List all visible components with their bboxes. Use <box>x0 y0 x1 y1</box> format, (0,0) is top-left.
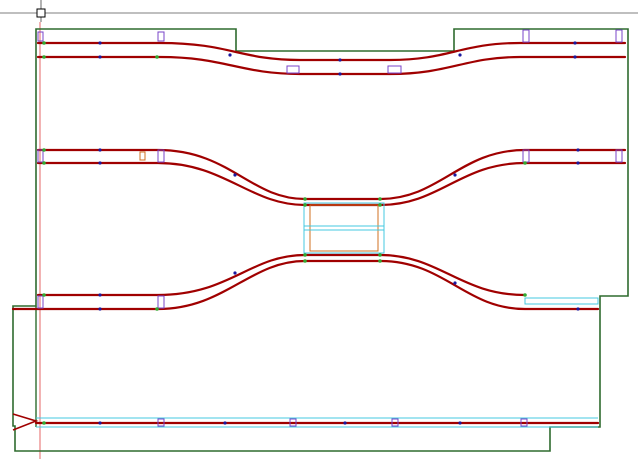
track-node <box>98 55 102 59</box>
track-node <box>453 281 457 285</box>
track-node <box>98 421 102 425</box>
track-top-upper[interactable] <box>36 41 627 62</box>
rail-joint <box>155 307 159 311</box>
track-node <box>98 41 102 45</box>
rail-joint <box>303 203 307 207</box>
track-node <box>576 148 580 152</box>
rail-joint <box>303 253 307 257</box>
bridge-inner <box>309 204 379 252</box>
section-marker <box>286 65 300 74</box>
rail-joint <box>378 259 382 263</box>
section-marker <box>615 29 623 43</box>
section-marker <box>37 31 44 42</box>
section-marker <box>37 295 44 309</box>
rail-joint <box>42 161 46 165</box>
track-node <box>233 173 237 177</box>
track-node <box>573 55 577 59</box>
track-node <box>576 307 580 311</box>
track-node <box>458 421 462 425</box>
rail-joint <box>155 55 159 59</box>
track-node <box>223 421 227 425</box>
rail-joint <box>42 148 46 152</box>
track-middle-upper[interactable] <box>36 148 627 201</box>
rail-joint <box>378 197 382 201</box>
track-node <box>343 421 347 425</box>
track-node <box>233 271 237 275</box>
track-node <box>453 173 457 177</box>
rail-joint <box>42 55 46 59</box>
section-marker <box>157 295 165 309</box>
section-marker <box>387 65 402 74</box>
bridge-outer[interactable] <box>303 202 385 254</box>
signal-marker[interactable] <box>139 151 146 161</box>
section-marker <box>520 418 528 427</box>
section-marker <box>289 418 297 427</box>
track-node <box>576 161 580 165</box>
baseboard-outline[interactable] <box>12 28 629 452</box>
rail-joint <box>42 421 46 425</box>
track-bottom-lower[interactable] <box>11 259 600 311</box>
track-bottom-upper[interactable] <box>36 253 527 297</box>
rail-joint <box>523 293 527 297</box>
track-node <box>573 41 577 45</box>
rail-joint <box>523 161 527 165</box>
track-node <box>98 307 102 311</box>
track-node-dots <box>98 41 580 425</box>
track-node <box>338 58 342 62</box>
rail-joint <box>378 253 382 257</box>
track-node <box>98 148 102 152</box>
crosshair-cursor-icon <box>36 8 46 18</box>
section-marker <box>157 149 165 163</box>
track-node <box>458 53 462 57</box>
section-markers <box>37 29 623 427</box>
section-marker <box>522 149 530 163</box>
section-marker <box>157 418 165 427</box>
rail-joint <box>303 259 307 263</box>
section-marker <box>615 149 623 163</box>
track-node <box>338 72 342 76</box>
section-marker <box>522 29 530 43</box>
section-marker <box>391 418 399 427</box>
track-top-lower[interactable] <box>36 55 627 76</box>
rail-joint-markers <box>42 41 527 425</box>
section-marker <box>37 149 44 163</box>
siding-platform[interactable] <box>524 297 599 305</box>
section-marker <box>157 31 165 42</box>
track-node <box>98 161 102 165</box>
track-node <box>98 293 102 297</box>
fan-entry-lines <box>12 413 39 431</box>
rail-joint <box>378 203 382 207</box>
track-node <box>228 53 232 57</box>
rail-joint <box>303 197 307 201</box>
rail-joint <box>42 41 46 45</box>
rail-joint <box>42 293 46 297</box>
